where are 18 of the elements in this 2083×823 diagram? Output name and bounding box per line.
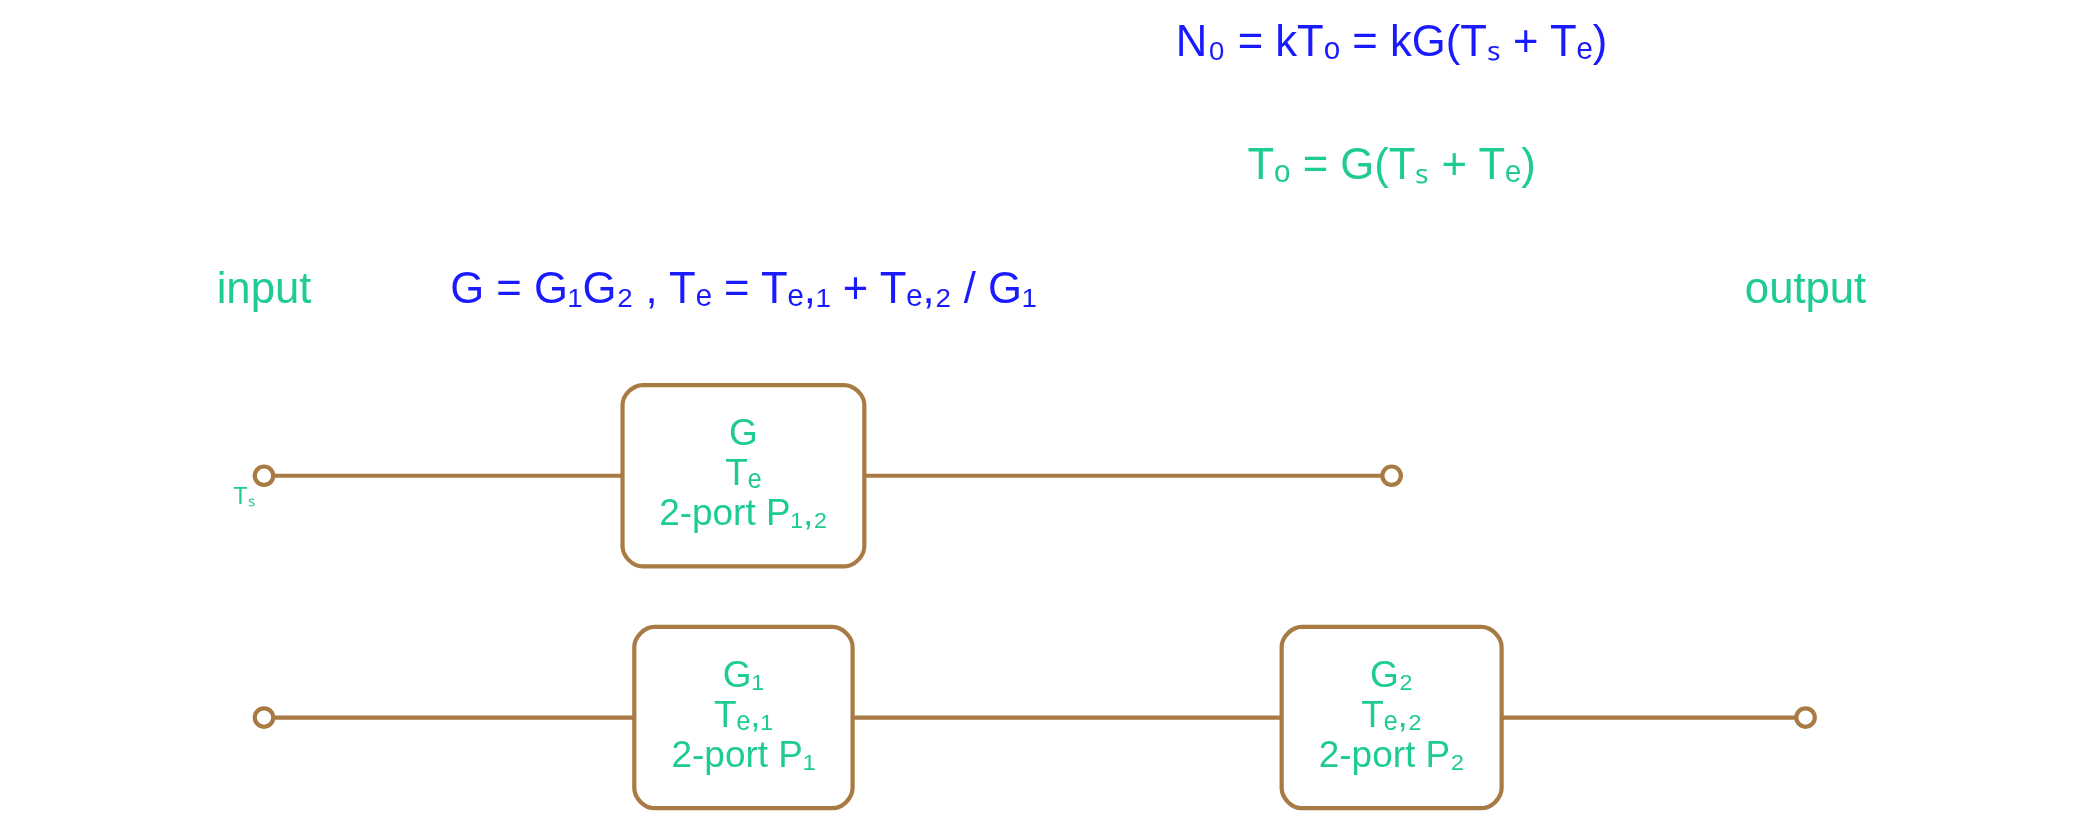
node-box: G₁ Tₑ,₁ 2-port P₁	[632, 624, 855, 811]
node-label: Tₛ	[233, 482, 255, 509]
label: Tₒ = G(Tₛ + Tₑ)	[1247, 139, 1536, 189]
node-box: G₂ Tₑ,₂ 2-port P₂	[1279, 624, 1504, 811]
connector	[864, 473, 1383, 478]
label: N₀ = kTₒ = kG(Tₛ + Tₑ)	[1175, 16, 1608, 66]
connector	[1501, 715, 1796, 720]
node-circle	[1794, 706, 1817, 729]
connector	[273, 473, 623, 478]
connector	[853, 715, 1282, 720]
node-circle	[1380, 464, 1403, 488]
label: input	[216, 263, 312, 313]
label: output	[1744, 263, 1867, 313]
node-box: G Tₑ 2-port P₁,₂	[620, 382, 867, 569]
node-circle	[252, 464, 276, 488]
connector	[273, 715, 635, 720]
node-circle	[252, 706, 276, 729]
label: G = G₁G₂ , Tₑ = Tₑ,₁ + Tₑ,₂ / G₁	[450, 263, 1037, 313]
